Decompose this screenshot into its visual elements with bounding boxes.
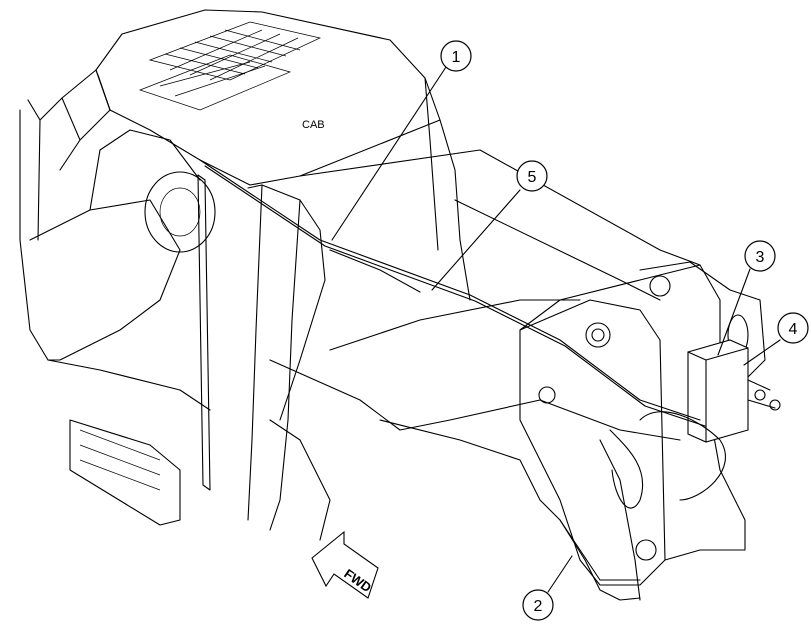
callout-4: 4 [743, 312, 809, 366]
callout-1: 1 [331, 40, 472, 241]
callout-5: 5 [431, 160, 548, 291]
callout-1-label: 1 [452, 49, 461, 66]
forward-direction-arrow: FWD [311, 530, 379, 599]
cab-label: CAB [302, 119, 325, 131]
callout-4-label: 4 [789, 321, 798, 338]
callout-2-label: 2 [534, 598, 543, 615]
wiring-harness [199, 159, 726, 601]
roof-grille [138, 21, 322, 111]
cab-frame [19, 69, 471, 541]
callout-2: 2 [522, 555, 573, 621]
chassis [299, 149, 721, 581]
callout-3: 3 [717, 240, 776, 356]
cab-roof: CAB [95, 9, 441, 186]
electrical-box [687, 339, 781, 443]
callout-3-label: 3 [756, 249, 765, 266]
rear-mount-plate [519, 261, 766, 586]
callout-5-label: 5 [528, 169, 537, 186]
